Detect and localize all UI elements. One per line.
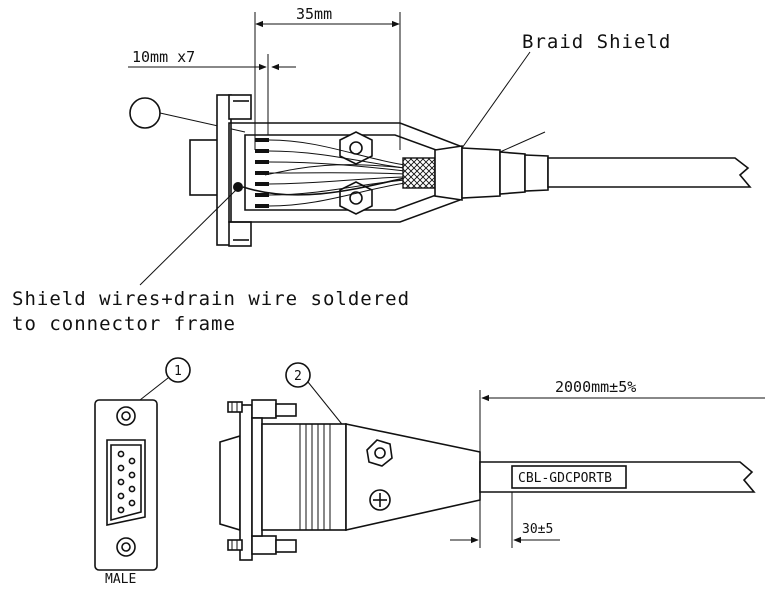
cable-label-text: CBL-GDCPORTB [518, 471, 612, 486]
jack-screw-top [227, 399, 297, 419]
callout-item-2 [285, 362, 311, 388]
dimension-strip-label: 10mm x7 [132, 48, 195, 66]
solder-cups [255, 138, 269, 208]
connector-face-view: 1 MALE [94, 357, 191, 587]
dimension-35mm-label: 35mm [296, 5, 332, 23]
braid-shield-label: Braid Shield [522, 31, 671, 53]
cable-label-sleeve [511, 465, 627, 489]
connector-flange [216, 94, 232, 246]
internal-wires [242, 139, 406, 207]
callout-circle-empty [129, 97, 161, 129]
label-offset-dimension: 30±5 [522, 522, 553, 537]
dimension-35mm: 35mm [254, 5, 401, 150]
shield-note-line1: Shield wires+drain wire soldered [12, 288, 410, 310]
assembled-side-view: 2 [219, 362, 765, 561]
callout-item-1-number: 1 [174, 364, 182, 379]
tapered-hood [345, 423, 481, 531]
top-cutaway-view: 35mm 10mm x7 [128, 5, 752, 286]
connector-gender-label: MALE [105, 572, 136, 587]
callout-item-1 [165, 357, 191, 383]
cable-top [547, 157, 752, 188]
connector-d-sub-face [189, 139, 221, 196]
backshell-body [261, 423, 347, 531]
dimension-strip-length: 10mm x7 [128, 48, 296, 135]
shield-note-line2: to connector frame [12, 313, 236, 335]
callout-item-2-number: 2 [294, 369, 302, 384]
cable-length-dimension: 2000mm±5% [555, 378, 636, 396]
connector-pins [117, 450, 136, 514]
hood-screw-top [339, 131, 373, 165]
jack-screw-bottom [227, 535, 297, 555]
drain-solder-point [233, 182, 243, 192]
braid-shield-section [402, 157, 436, 189]
